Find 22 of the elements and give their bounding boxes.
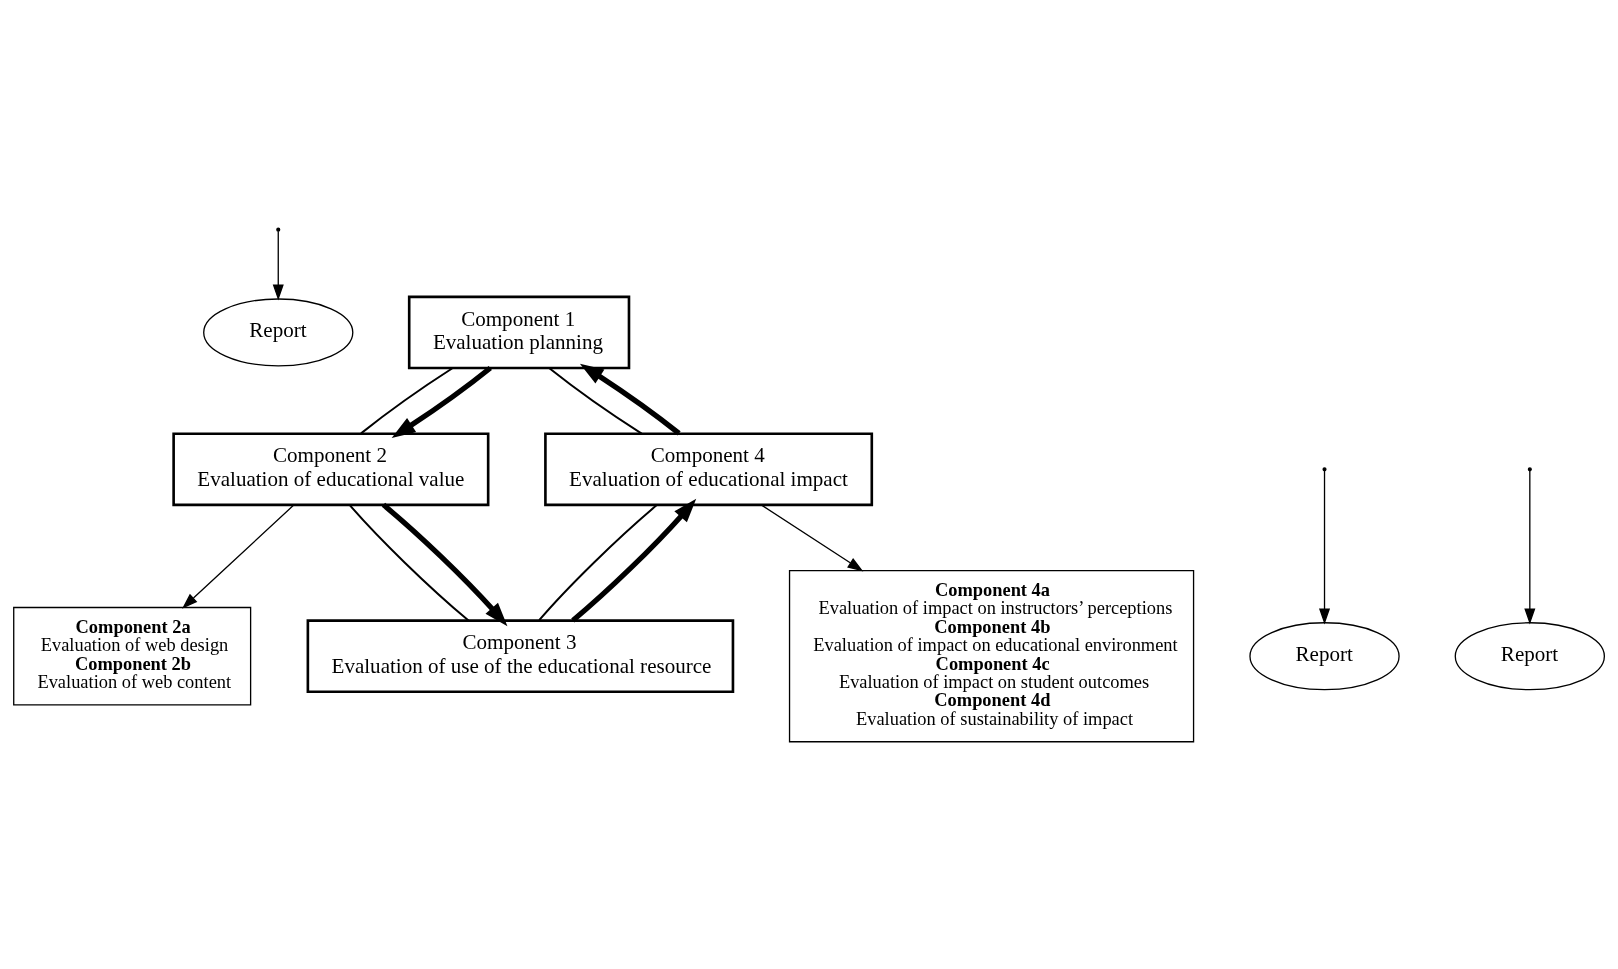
arrow [381,502,508,626]
connector [348,503,470,621]
arrow [579,363,681,435]
node-box: Component 2a Evaluation of web design Component 2b Evaluation of web content [13,606,252,706]
node-box: Component 3 Evaluation of use of the educational resource [306,618,735,693]
arrow [760,503,864,571]
node-box: Component 1 Evaluation planning [407,295,631,369]
arrow [1524,469,1536,624]
node-ellipse: Report [1249,621,1400,690]
node-box: Component 2 Evaluation of educational value [172,431,490,506]
node-box: Component 4 Evaluation of educational impact [544,431,874,506]
node-box: Component 4a Evaluation of impact on instructors’ perceptions Component 4b Evaluation of impact on educational environment Component 4c Evaluation of impact on student outcomes Component 4d Evaluation of sustainability of impact [788,569,1195,742]
connector [360,366,454,434]
arrow [571,498,697,623]
arrow [272,230,284,300]
arrow [182,503,295,609]
connector [548,366,643,435]
arrow [391,365,492,438]
node-ellipse: Report [1454,621,1605,690]
node-ellipse: Report [203,297,354,367]
connector [538,503,659,621]
arrow [1318,469,1331,624]
